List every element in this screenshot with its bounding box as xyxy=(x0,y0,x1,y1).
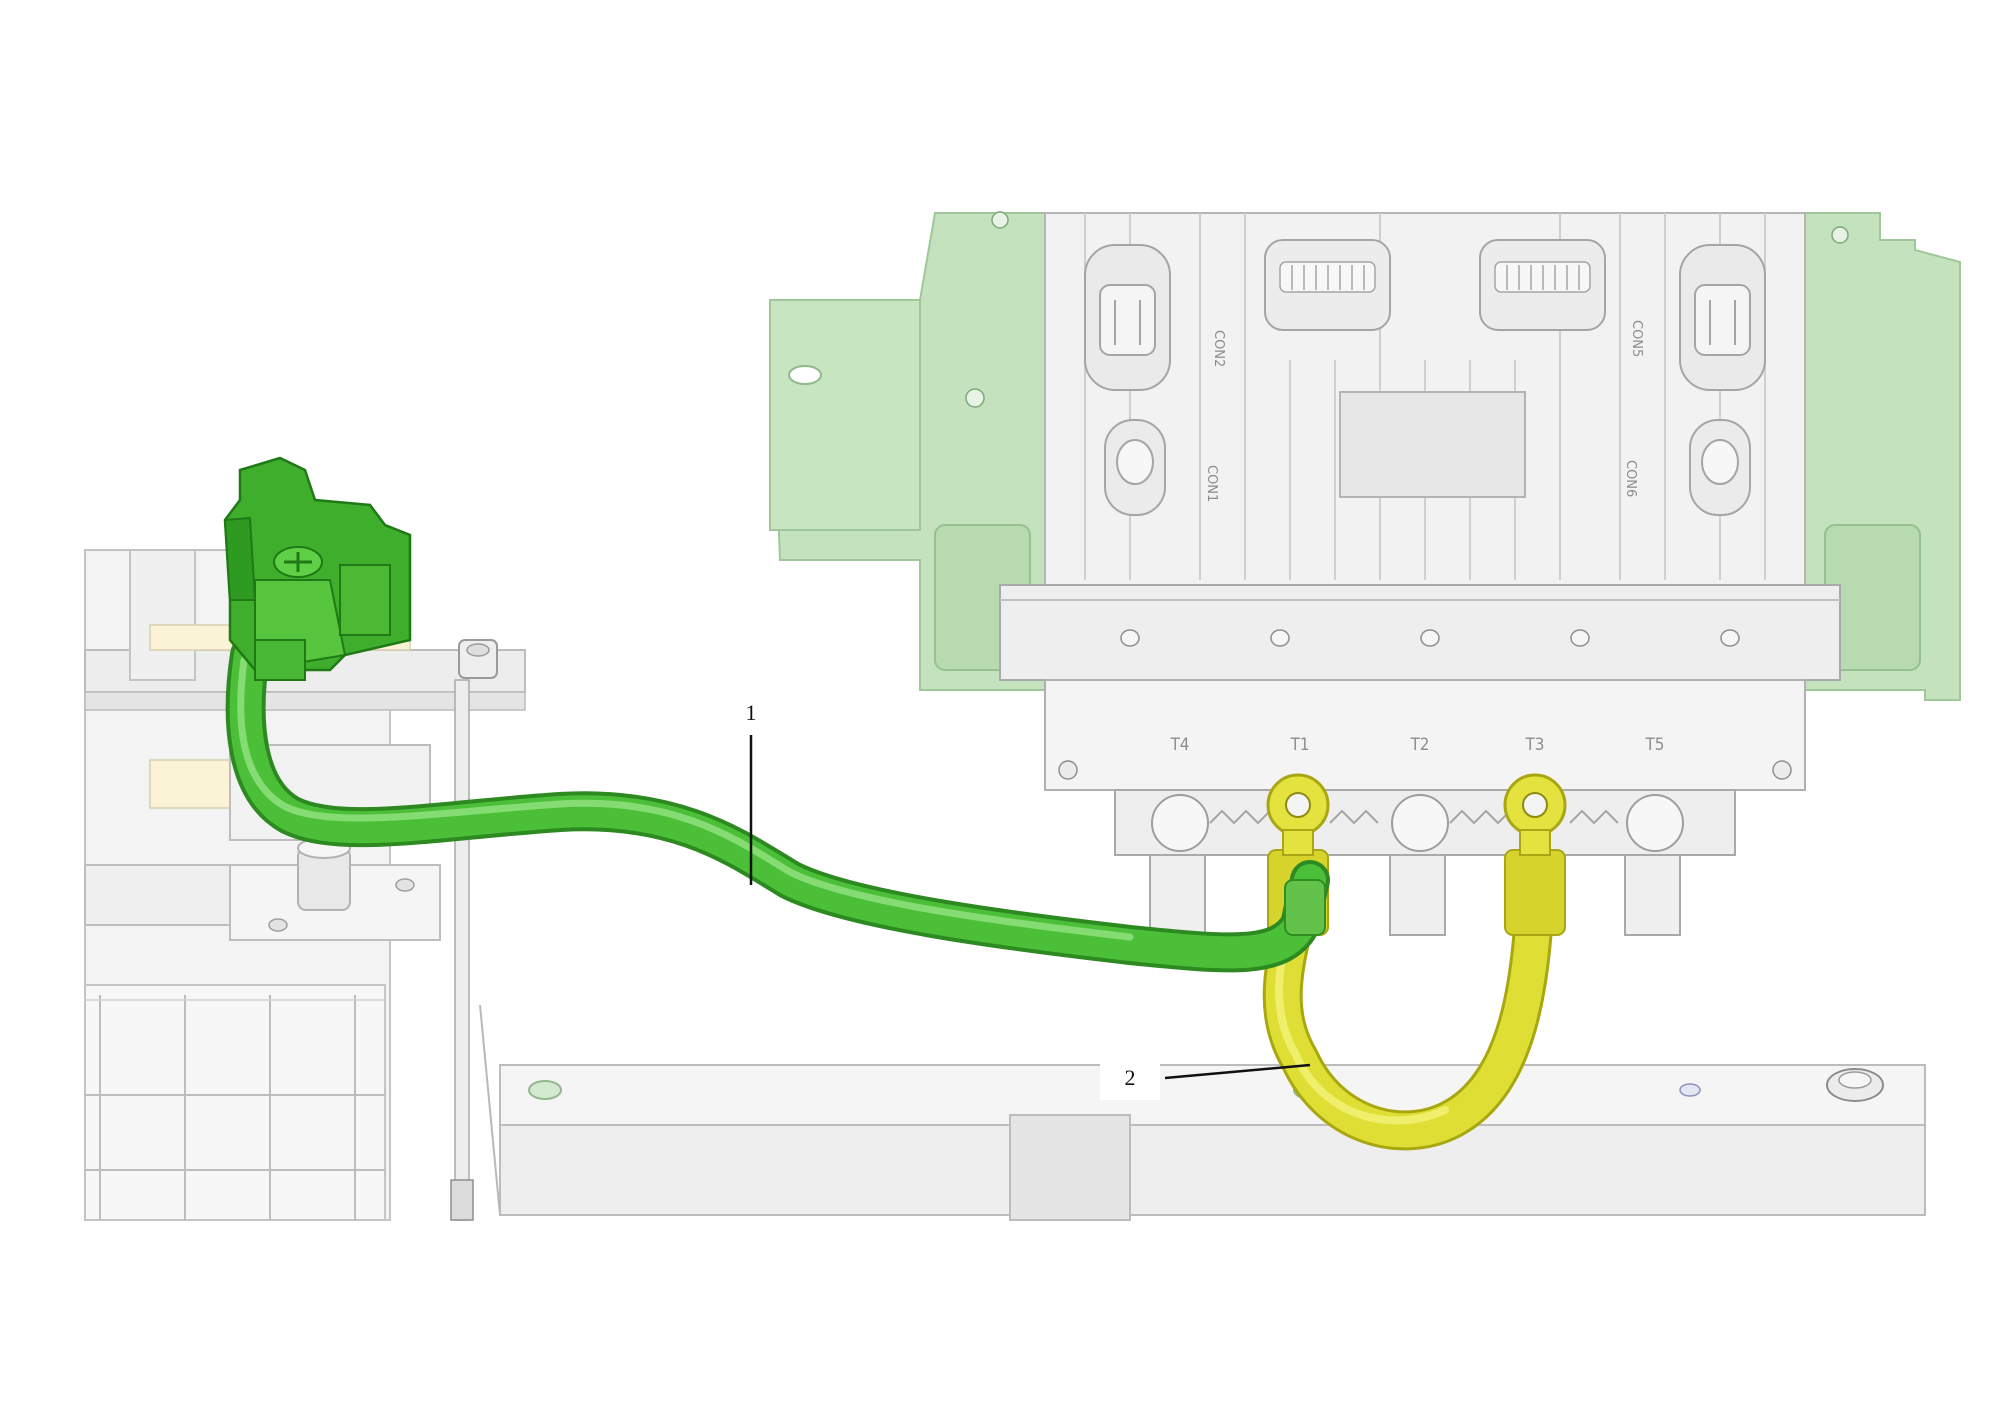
terminal-label-t5: T5 xyxy=(1644,735,1664,755)
screw-head-icon xyxy=(965,388,985,408)
connector-label-con2: CON2 xyxy=(1211,330,1226,367)
screw-head-icon xyxy=(1120,629,1140,647)
connector-label-con6: CON6 xyxy=(1623,460,1638,497)
screw-head-icon xyxy=(1772,760,1792,780)
callout-1: 1 xyxy=(746,700,757,885)
connector-label-con5: CON5 xyxy=(1629,320,1644,357)
connector-con1 xyxy=(1104,419,1166,516)
terminal-label-t2: T2 xyxy=(1409,735,1429,755)
connector-con2-header xyxy=(1264,239,1391,331)
screw-head-icon xyxy=(1420,629,1440,647)
terminal-label-t3: T3 xyxy=(1524,735,1544,755)
connector-con6 xyxy=(1689,419,1751,516)
connector-con5-header xyxy=(1479,239,1606,331)
callout-label-1: 1 xyxy=(746,700,757,725)
terminal-label-t4: T4 xyxy=(1169,735,1189,755)
green-ground-cable xyxy=(223,456,1330,973)
screw-head-icon xyxy=(528,1080,562,1100)
screw-head-icon xyxy=(991,211,1009,229)
callout-2: 2 xyxy=(1100,1055,1311,1100)
cross-beam xyxy=(479,1004,1926,1221)
callout-label-2: 2 xyxy=(1125,1065,1136,1090)
screw-head-icon xyxy=(1570,629,1590,647)
screw-head-icon xyxy=(1270,629,1290,647)
yellow-jumper-cable xyxy=(1262,773,1567,1151)
screw-head-icon xyxy=(1679,1083,1701,1097)
ring-terminal-icon xyxy=(1503,773,1567,936)
screw-head-icon xyxy=(268,918,288,932)
controller-housing: CON2 CON1 CON5 CON6 T4 T1 T2 T3 T5 xyxy=(999,212,1841,936)
screw-head-icon xyxy=(1831,226,1849,244)
screw-head-icon xyxy=(1058,760,1078,780)
screw-head-icon xyxy=(1720,629,1740,647)
battery-clamp xyxy=(223,456,412,681)
terminal-label-t1: T1 xyxy=(1289,735,1309,755)
screw-head-icon xyxy=(395,878,415,892)
connector-con5-plug xyxy=(1679,244,1766,391)
connector-con2-plug xyxy=(1084,244,1171,391)
connector-label-con1: CON1 xyxy=(1204,465,1219,502)
